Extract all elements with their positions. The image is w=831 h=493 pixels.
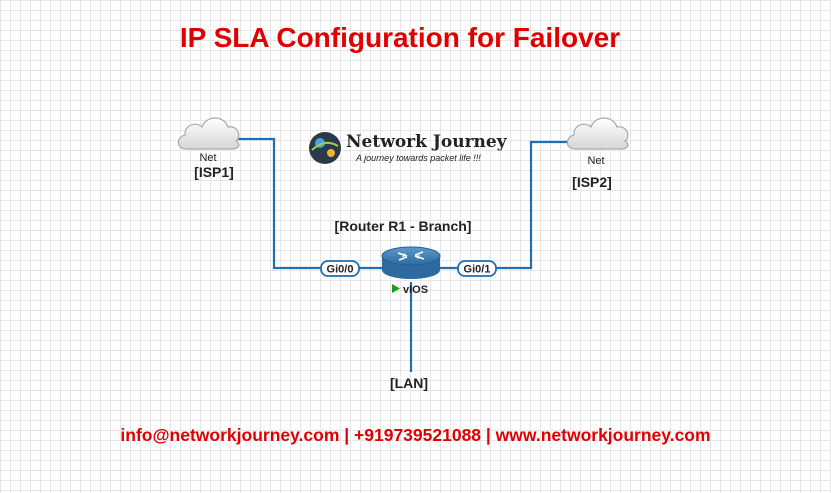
diagram-title: IP SLA Configuration for Failover — [179, 22, 621, 53]
isp2-label: [ISP2] — [572, 174, 612, 190]
contact-footer: info@networkjourney.com | +919739521088 … — [120, 425, 711, 445]
isp2-cloud-label: Net — [587, 155, 604, 167]
interface-tag-right: Gi0/1 — [457, 260, 497, 277]
interface-label-left: Gi0/0 — [327, 264, 354, 276]
lan-label: [LAN] — [390, 375, 428, 391]
logo-tagline: A journey towards packet life !!! — [355, 153, 481, 163]
interface-tag-left: Gi0/0 — [320, 260, 360, 277]
isp1-cloud-label: Net — [199, 152, 216, 164]
cloud-icon — [566, 117, 629, 150]
isp1-label: [ISP1] — [194, 164, 234, 180]
running-indicator-icon — [392, 284, 400, 293]
router-icon — [381, 246, 441, 279]
router-status: vIOS — [403, 284, 428, 296]
interface-label-right: Gi0/1 — [464, 264, 491, 276]
cloud-icon — [177, 117, 240, 150]
router-label: [Router R1 - Branch] — [335, 218, 472, 234]
logo-name: Network Journey — [346, 132, 508, 152]
network-journey-logo: Network Journey A journey towards packet… — [309, 132, 508, 164]
